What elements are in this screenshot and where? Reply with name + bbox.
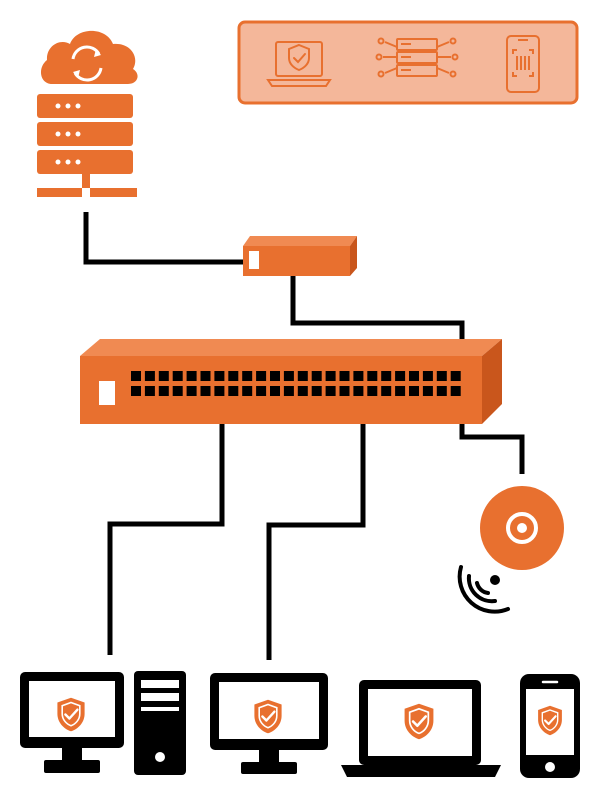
switch-port bbox=[172, 386, 183, 396]
switch-port bbox=[450, 371, 461, 381]
server-network-icon bbox=[375, 37, 459, 78]
switch-port bbox=[436, 386, 447, 396]
switch-port bbox=[395, 371, 406, 381]
switch-port bbox=[158, 386, 169, 396]
mobile-scan-icon bbox=[506, 35, 540, 93]
switch-port bbox=[228, 386, 239, 396]
switch-port bbox=[214, 386, 225, 396]
switch-port bbox=[339, 386, 350, 396]
router-icon bbox=[243, 236, 357, 276]
switch-port bbox=[242, 371, 253, 381]
switch-port bbox=[200, 371, 211, 381]
switch-port bbox=[311, 386, 322, 396]
wireless-access-point-icon bbox=[457, 486, 564, 614]
switch-port bbox=[339, 371, 350, 381]
switch-port bbox=[228, 371, 239, 381]
switch-port bbox=[381, 371, 392, 381]
switch-port bbox=[297, 386, 308, 396]
switch-port bbox=[450, 386, 461, 396]
switch-port bbox=[422, 386, 433, 396]
switch-port bbox=[172, 371, 183, 381]
switch-port bbox=[131, 371, 141, 381]
link-switch-monitor bbox=[266, 390, 366, 660]
network-switch-icon bbox=[80, 339, 502, 424]
switch-port bbox=[325, 386, 336, 396]
connection-lines bbox=[83, 212, 525, 660]
switch-port bbox=[409, 386, 419, 396]
desktop-tower-icon bbox=[134, 671, 186, 775]
switch-port bbox=[325, 371, 336, 381]
switch-port bbox=[256, 371, 267, 381]
link-cloud-router bbox=[83, 212, 243, 265]
switch-port bbox=[353, 386, 364, 396]
smartphone-icon bbox=[520, 674, 580, 778]
switch-port-array bbox=[131, 371, 461, 396]
switch-port bbox=[353, 371, 364, 381]
switch-port bbox=[200, 386, 211, 396]
switch-port bbox=[422, 371, 433, 381]
cloud-server-icon bbox=[37, 30, 138, 197]
switch-port bbox=[270, 386, 280, 396]
switch-port bbox=[283, 386, 294, 396]
switch-port bbox=[409, 371, 419, 381]
link-switch-desktop bbox=[107, 390, 225, 655]
monitor-icon bbox=[210, 673, 328, 774]
switch-port bbox=[144, 371, 155, 381]
switch-port bbox=[283, 371, 294, 381]
desktop-computer-icon bbox=[20, 671, 186, 775]
switch-port bbox=[256, 386, 267, 396]
switch-port bbox=[381, 386, 392, 396]
switch-port bbox=[242, 386, 253, 396]
switch-port bbox=[186, 371, 197, 381]
switch-port bbox=[214, 371, 225, 381]
switch-port bbox=[311, 371, 322, 381]
switch-port bbox=[186, 386, 197, 396]
switch-port bbox=[270, 371, 280, 381]
switch-port bbox=[436, 371, 447, 381]
switch-port bbox=[367, 371, 378, 381]
switch-port bbox=[131, 386, 141, 396]
switch-port bbox=[144, 386, 155, 396]
wifi-signal-icon bbox=[457, 565, 510, 614]
switch-port bbox=[395, 386, 406, 396]
laptop-icon bbox=[341, 680, 501, 777]
secure-laptop-icon bbox=[266, 41, 332, 87]
switch-port bbox=[367, 386, 378, 396]
switch-port bbox=[297, 371, 308, 381]
legend-panel bbox=[237, 20, 579, 105]
switch-port bbox=[158, 371, 169, 381]
